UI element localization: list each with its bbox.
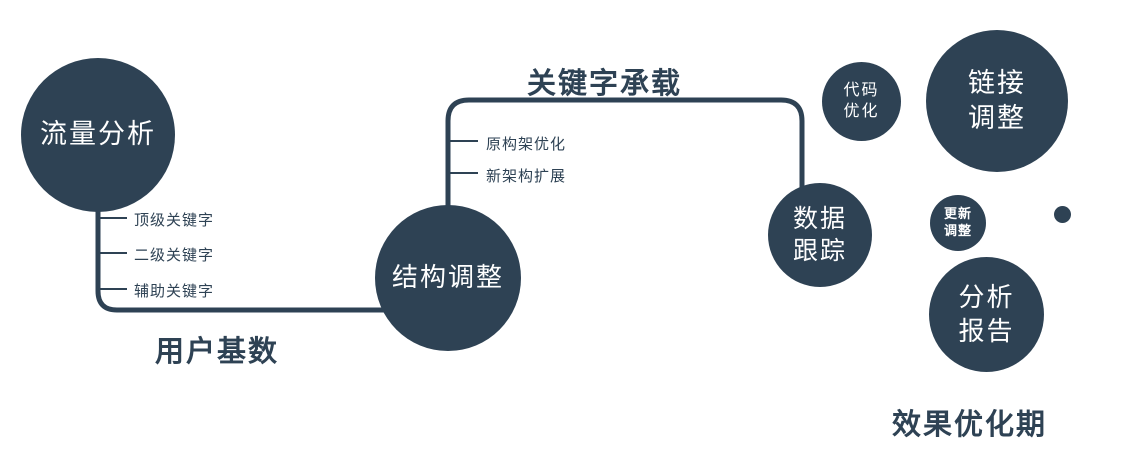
node-code-optimization-label: 代码 优化 <box>843 81 880 120</box>
branch-label-top-keywords: 顶级关键字 <box>134 212 215 229</box>
node-analysis-report: 分析 报告 <box>929 257 1044 372</box>
path-traffic-to-structure <box>95 185 450 313</box>
node-structure-adjustment: 结构调整 <box>375 205 521 351</box>
node-link-adjustment-label: 链接 调整 <box>968 67 1026 133</box>
node-data-tracking-label: 数据 跟踪 <box>792 204 847 266</box>
branch-label-arch-optimize: 原构架优化 <box>486 136 567 153</box>
edge-label-user-base: 用户基数 <box>155 336 280 368</box>
bullet-dot <box>1054 206 1071 223</box>
node-update-adjustment: 更新 调整 <box>930 195 986 251</box>
branch-label-aux-keywords: 辅助关键字 <box>134 283 215 300</box>
edge-label-keyword-carry: 关键字承载 <box>527 68 683 100</box>
node-code-optimization: 代码 优化 <box>822 62 901 141</box>
node-update-adjustment-label: 更新 调整 <box>943 206 972 238</box>
node-analysis-report-label: 分析 报告 <box>958 281 1015 346</box>
path-structure-to-tracking <box>445 97 805 255</box>
node-structure-adjustment-label: 结构调整 <box>391 262 504 293</box>
caption-effect-optimization: 效果优化期 <box>892 409 1048 441</box>
branch-label-arch-expand: 新架构扩展 <box>486 168 567 185</box>
node-traffic-analysis-label: 流量分析 <box>40 119 156 150</box>
node-data-tracking: 数据 跟踪 <box>768 183 872 287</box>
node-link-adjustment: 链接 调整 <box>926 30 1068 172</box>
node-traffic-analysis: 流量分析 <box>21 58 175 212</box>
branch-label-second-keywords: 二级关键字 <box>134 247 215 264</box>
